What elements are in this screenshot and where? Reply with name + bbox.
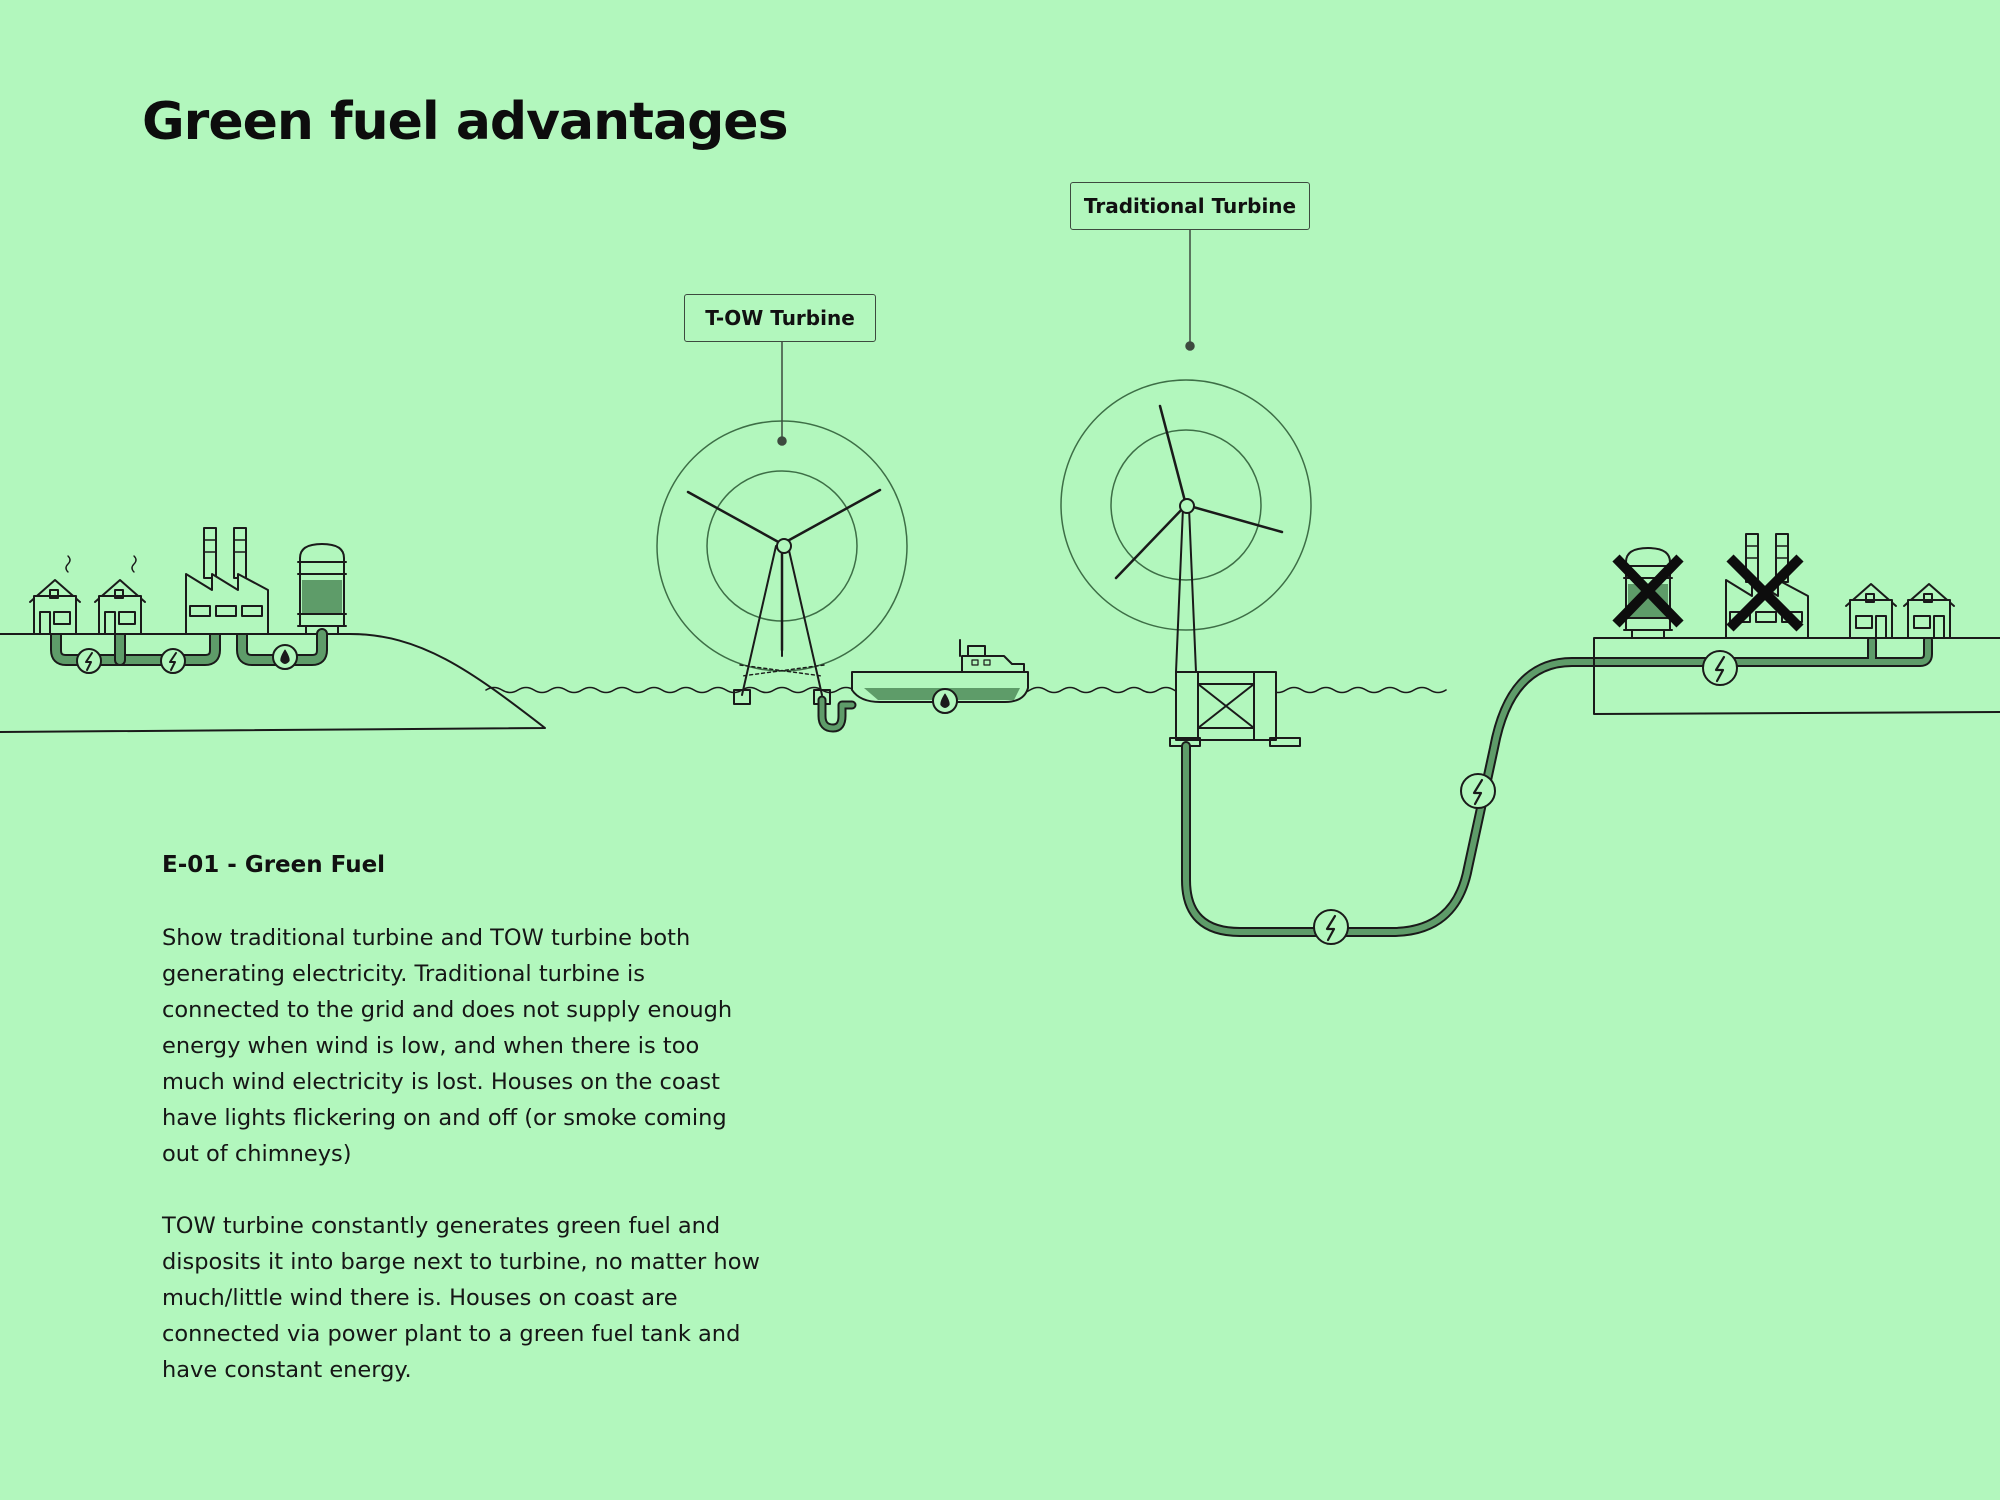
lightning-icon [1460, 773, 1496, 809]
droplet-icon [932, 688, 958, 714]
traditional-turbine [1060, 379, 1312, 747]
description-paragraph: TOW turbine constantly generates green f… [162, 1213, 760, 1383]
callout-leaders [777, 229, 1195, 446]
left-coast [0, 633, 546, 733]
house-icon [29, 555, 81, 635]
lightning-icon [160, 648, 186, 674]
lightning-icon [76, 648, 102, 674]
house-icon [94, 555, 146, 635]
power-plant-icon [185, 527, 269, 635]
x-mark-icon [1612, 554, 1684, 628]
house-icon [1903, 583, 1955, 639]
traditional-turbine-label: Traditional Turbine [1070, 182, 1310, 230]
x-mark-icon [1726, 554, 1804, 632]
barge-icon [851, 639, 1029, 703]
page-title: Green fuel advantages [142, 92, 789, 152]
droplet-icon [272, 644, 298, 670]
lightning-icon [1702, 650, 1738, 686]
house-icon [1845, 583, 1897, 639]
description-block: E-01 - Green Fuel Show traditional turbi… [162, 852, 762, 1424]
lightning-icon [1313, 909, 1349, 945]
fuel-tank-icon [297, 543, 347, 635]
tow-turbine-label: T-OW Turbine [684, 294, 876, 342]
power-plant-icon [1725, 533, 1809, 639]
right-coast [1593, 637, 2000, 715]
description-heading: E-01 - Green Fuel [162, 852, 386, 878]
grid-cable [1181, 635, 1933, 937]
tow-turbine [656, 420, 908, 733]
description-paragraph: Show traditional turbine and TOW turbine… [162, 925, 733, 1167]
